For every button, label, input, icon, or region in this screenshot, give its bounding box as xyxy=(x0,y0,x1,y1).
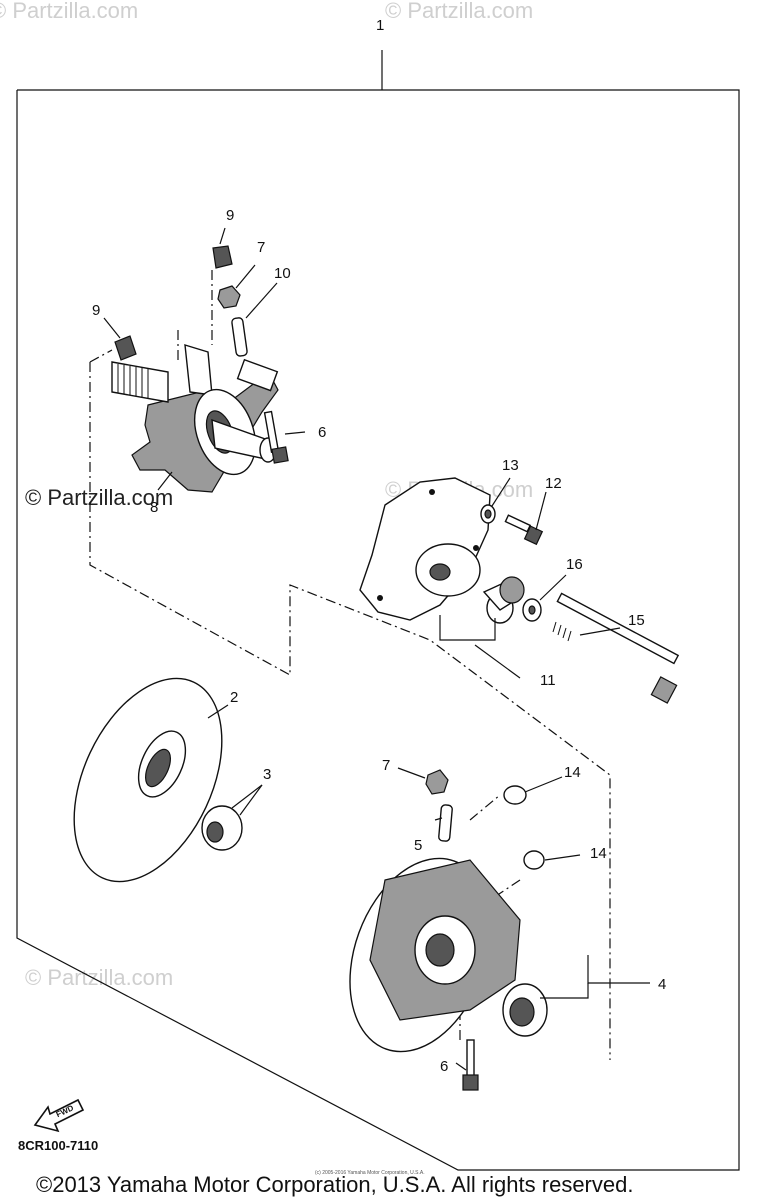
part-6-bolt-lower xyxy=(462,1039,479,1091)
callout-9-left: 9 xyxy=(92,302,100,319)
part-11-spring-cap xyxy=(359,477,491,621)
callout-4: 4 xyxy=(658,976,666,993)
part-7-nut-lower xyxy=(425,769,449,795)
assembly-outline xyxy=(16,50,740,1171)
leader-lines xyxy=(103,227,650,1071)
part-12-bolt xyxy=(504,514,544,546)
primary-sheave-hub xyxy=(111,344,279,493)
fwd-arrow-icon: FWD xyxy=(33,1098,85,1133)
callout-5: 5 xyxy=(414,837,422,854)
diagram-code: 8CR100-7110 xyxy=(18,1138,98,1153)
callout-14-upper: 14 xyxy=(564,764,581,781)
callout-13: 13 xyxy=(502,457,519,474)
part-15-long-bolt xyxy=(552,592,680,704)
callout-1: 1 xyxy=(376,17,384,34)
callout-3: 3 xyxy=(263,766,271,783)
part-13-washer xyxy=(480,504,496,524)
part-4-movable-sheave xyxy=(349,857,548,1053)
callout-10: 10 xyxy=(274,265,291,282)
part-7-nut-upper xyxy=(217,285,241,309)
part-6-bolt-upper xyxy=(263,410,289,464)
watermark-left-dark: © Partzilla.com xyxy=(25,485,173,510)
callout-8: 8 xyxy=(150,499,158,516)
callout-12: 12 xyxy=(545,475,562,492)
callout-11: 11 xyxy=(540,672,556,689)
callout-9-upper: 9 xyxy=(226,207,234,224)
callout-6-lower: 6 xyxy=(440,1058,448,1075)
part-3-collar xyxy=(201,805,243,851)
part-16-washer xyxy=(522,598,542,622)
callout-16: 16 xyxy=(566,556,583,573)
callout-15: 15 xyxy=(628,612,645,629)
part-5-pin xyxy=(438,804,453,842)
part-14-spacer-upper xyxy=(503,785,527,805)
grouping-lines xyxy=(89,270,611,1060)
callout-labels: 1 9 7 10 9 6 8 13 12 16 15 11 2 3 7 14 5… xyxy=(92,17,666,1075)
callout-14-lower: 14 xyxy=(590,845,607,862)
callout-7-lower: 7 xyxy=(382,757,390,774)
watermark-bottom-left: © Partzilla.com xyxy=(25,965,173,990)
fine-print: (c) 2005-2016 Yamaha Motor Corporation, … xyxy=(315,1170,425,1176)
part-9-weight-upper xyxy=(212,245,233,269)
callout-7-upper: 7 xyxy=(257,239,265,256)
part-9-weight-left xyxy=(114,335,137,361)
watermark-top-left: © Partzilla.com xyxy=(0,0,138,23)
callout-6-upper: 6 xyxy=(318,424,326,441)
part-11-bushing xyxy=(482,576,525,624)
copyright-notice: ©2013 Yamaha Motor Corporation, U.S.A. A… xyxy=(36,1172,633,1197)
part-14-spacer-lower xyxy=(523,850,545,870)
part-2-sheave xyxy=(73,677,223,883)
part-10-pin xyxy=(231,317,248,357)
watermark-top-center: © Partzilla.com xyxy=(385,0,533,23)
callout-2: 2 xyxy=(230,689,238,706)
